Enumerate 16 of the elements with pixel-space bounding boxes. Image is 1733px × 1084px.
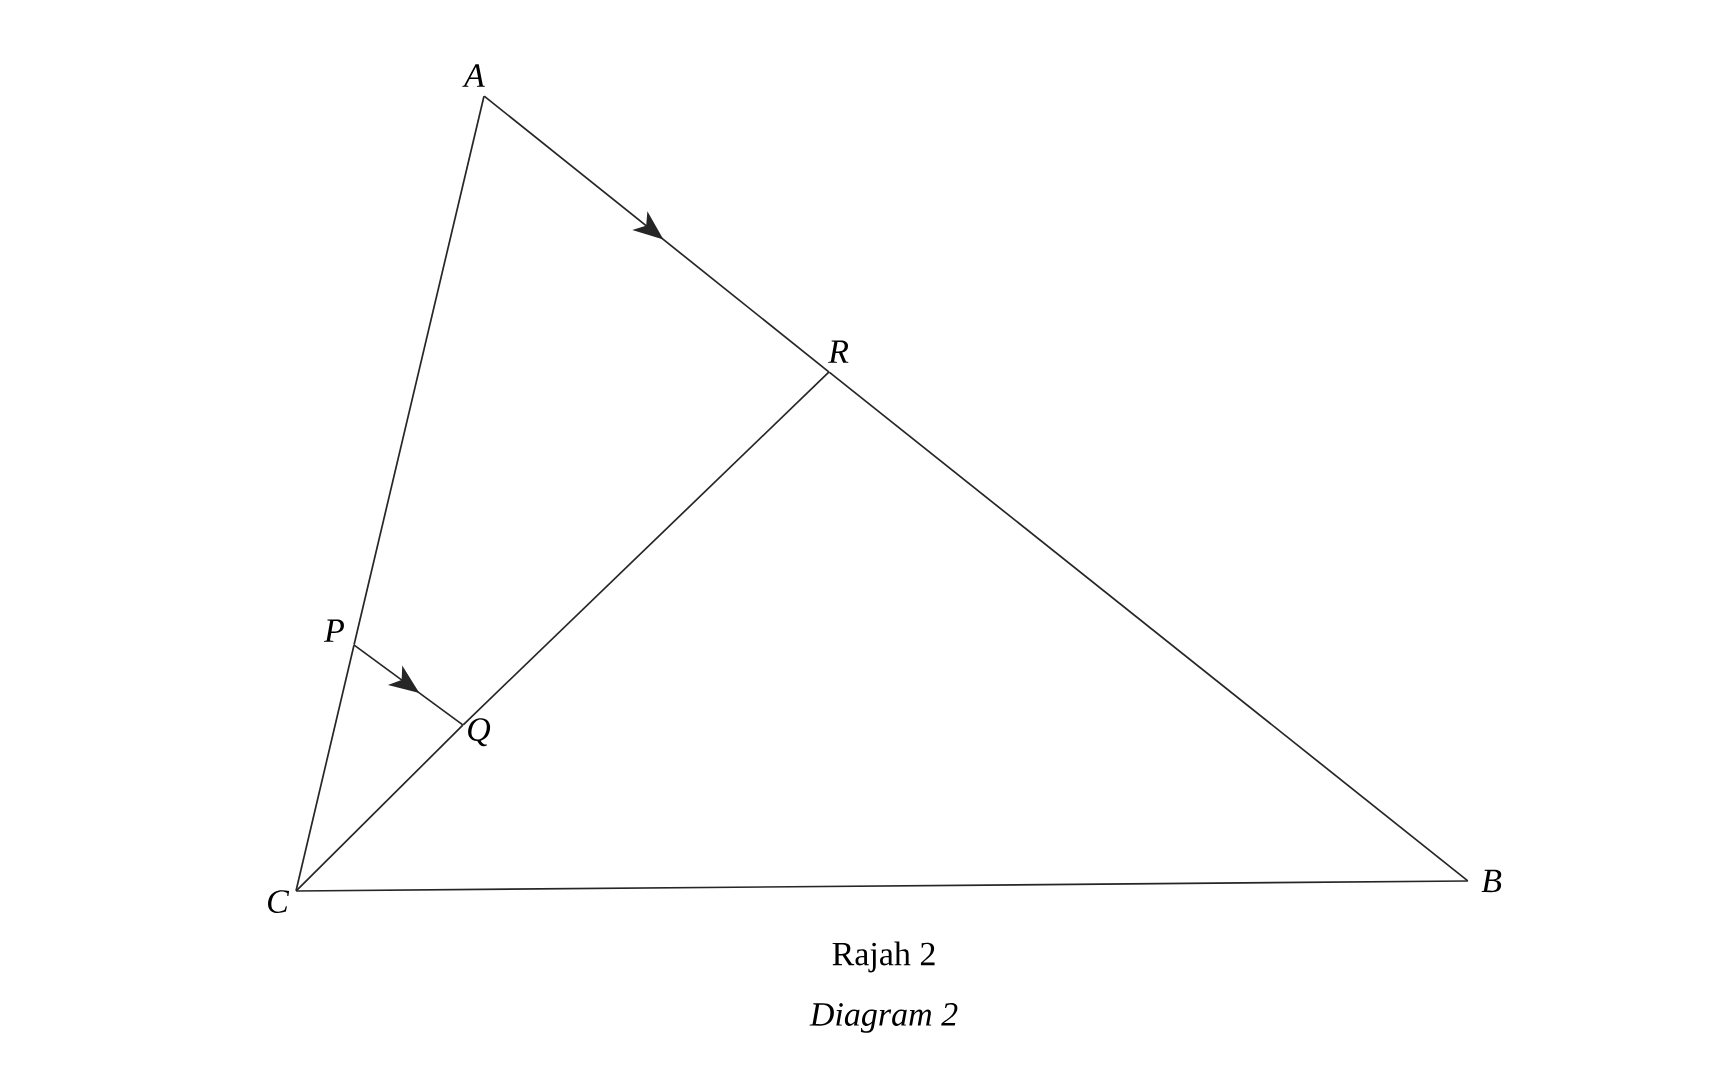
vertex-label: C [268,890,290,913]
line-segment [295,880,1469,892]
caption: Rajah 2 [832,941,935,973]
line-segment [828,371,1469,882]
caption: Diagram 2 [809,1003,958,1033]
parallel-arrow-line [483,95,830,373]
vertex-label: Q [468,718,491,747]
parallel-arrow-line [353,644,464,726]
vertex-label: P [323,619,344,642]
line-segment [353,95,485,646]
line-segment [295,724,464,892]
vertex-label: B [1481,869,1502,893]
vertex-label: A [462,64,485,87]
line-segment [462,371,830,726]
line-segment [295,644,355,892]
vertex-label: R [828,340,849,363]
